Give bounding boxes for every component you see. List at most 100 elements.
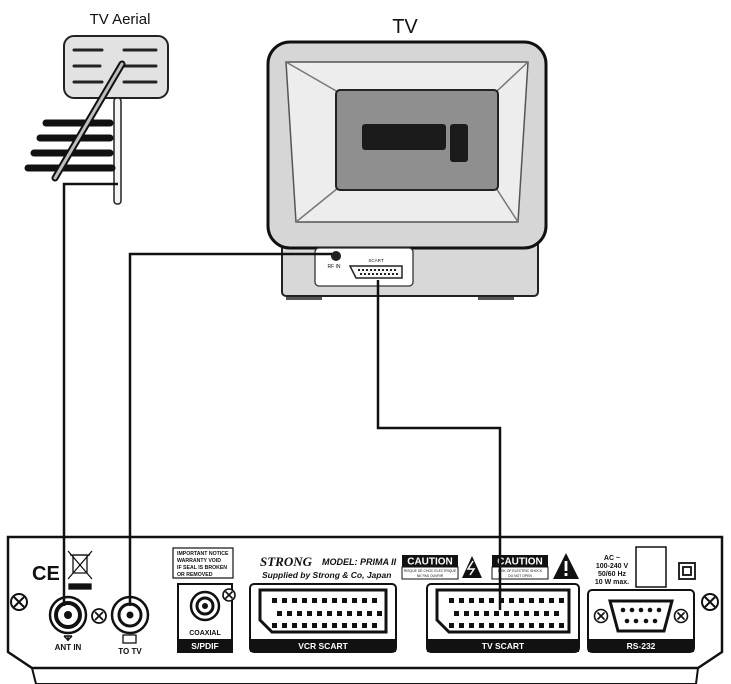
scart-pin [362,623,367,628]
notice-line-2: WARRANTY VOID [177,558,221,564]
scart-pin [352,598,357,603]
caution-note-3: RISK OF ELECTRIC SHOCK [498,569,543,573]
scart-pin [449,598,454,603]
scart-pin [479,623,484,628]
scart-to-scart-cable [376,280,502,610]
scart-pin [282,598,287,603]
to-tv-to-rf-in-cable [128,252,332,606]
rf-in-jack [331,251,341,261]
rs232-db9-connector [608,599,674,633]
notice-line-4: OR REMOVED [177,572,213,578]
caution-2-label: CAUTION [497,557,543,568]
scart-pin [489,598,494,603]
scart-pin [494,611,499,616]
weee-bin-icon [67,550,93,590]
caution-badge-2 [492,555,548,567]
rs232-label: RS-232 [627,641,656,651]
scart-pin [509,623,514,628]
class-ii-double-insulation-icon [678,562,696,580]
scart-pin [459,623,464,628]
caution-note-2: NE PAS OUVRIR [417,574,444,578]
scart-pin [549,598,554,603]
scart-pin [357,611,362,616]
supplier-label: Supplied by Strong & Co, Japan [262,570,391,580]
exclamation-warning-icon [553,553,579,579]
screw-icon [593,608,609,624]
scart-pin [272,623,277,628]
scart-pin [524,611,529,616]
caution-note-1: RISQUE DE CHOC ELECTRIQUE [404,569,457,573]
screw-icon [222,588,236,602]
scart-pin [322,598,327,603]
scart-pin [464,611,469,616]
scart-pin [484,611,489,616]
scart-pin [332,598,337,603]
antenna-symbol-icon [63,635,73,641]
scart-pin [489,623,494,628]
coaxial-label: COAXIAL [189,630,221,637]
scart-pin [337,611,342,616]
scart-pin [499,623,504,628]
tv-aerial-label: TV Aerial [90,11,151,28]
tv-scart-label: TV SCART [482,641,525,651]
scart-pin [514,611,519,616]
screw-icon [10,593,28,611]
scart-pin [474,611,479,616]
scart-pin [509,598,514,603]
tv-scart-socket [348,265,403,279]
rf-in-label: RF IN [327,264,340,270]
scart-pin [469,598,474,603]
coaxial-jack [189,590,221,622]
ce-mark: CE [32,563,60,585]
scart-pin [322,623,327,628]
screw-icon [673,608,689,624]
caution-1-label: CAUTION [407,557,453,568]
scart-pin [519,623,524,628]
ac-line-3: 50/60 Hz [598,571,627,578]
scart-pin [479,598,484,603]
scart-pin [297,611,302,616]
scart-pin [312,623,317,628]
scart-pin [469,623,474,628]
vcr-scart-label: VCR SCART [298,641,348,651]
tv-label: TV [392,16,418,38]
scart-pin [544,611,549,616]
ac-line-1: AC ~ [604,555,620,562]
tv-scart-connector [426,583,580,653]
scart-pin [372,598,377,603]
scart-pin [499,598,504,603]
to-tv-connector [110,595,150,635]
scart-pin [272,598,277,603]
scart-pin [312,598,317,603]
scart-pin [277,611,282,616]
scart-pin [327,611,332,616]
scart-pin [559,598,564,603]
ac-line-4: 10 W max. [595,579,629,586]
scart-pin [554,611,559,616]
scart-pin [307,611,312,616]
scart-pin [367,611,372,616]
power-inlet [635,546,667,588]
model-label: MODEL: PRIMA II [322,557,397,567]
to-tv-label: TO TV [118,647,142,656]
screw-icon [91,608,107,624]
aerial-to-ant-in-cable [62,182,118,606]
warranty-notice-box [172,547,234,579]
scart-pin [287,611,292,616]
scart-pin [529,598,534,603]
caution-badge-1 [402,555,458,567]
scart-pin [292,623,297,628]
scart-pin [534,611,539,616]
scart-pin [539,623,544,628]
notice-line-1: IMPORTANT NOTICE [177,551,229,557]
scart-pin [372,623,377,628]
ac-line-2: 100-240 V [596,563,629,570]
ant-in-connector [48,595,88,635]
scart-pin [529,623,534,628]
vcr-scart-connector [249,583,397,653]
scart-pin [454,611,459,616]
scart-pin [449,623,454,628]
spdif-label: S/PDIF [191,641,218,651]
